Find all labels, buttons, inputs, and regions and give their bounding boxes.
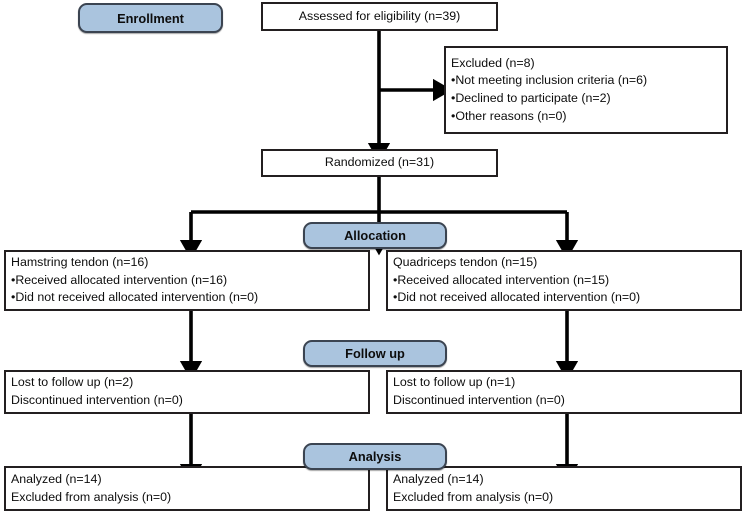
box-followup-quadriceps: Lost to follow up (n=1) Discontinued int…: [386, 370, 742, 414]
box-randomized: Randomized (n=31): [261, 149, 498, 177]
alloc-left-line-2: •Received allocated intervention (n=16): [11, 272, 228, 287]
stage-label-enrollment: Enrollment: [78, 3, 223, 33]
followup-right-line-1: Lost to follow up (n=1): [393, 375, 516, 390]
alloc-right-line-1: Quadriceps tendon (n=15): [393, 255, 538, 270]
stage-label-allocation: Allocation: [303, 222, 447, 249]
analysis-left-line-2: Excluded from analysis (n=0): [11, 489, 172, 504]
followup-left-line-2: Discontinued intervention (n=0): [11, 393, 183, 407]
stage-label-analysis: Analysis: [303, 443, 447, 470]
excluded-line-3: •Declined to participate (n=2): [451, 91, 611, 105]
followup-right-line-2: Discontinued intervention (n=0): [393, 393, 565, 407]
box-allocation-hamstring: Hamstring tendon (n=16) •Received alloca…: [4, 250, 370, 311]
box-allocation-quadriceps: Quadriceps tendon (n=15) •Received alloc…: [386, 250, 742, 311]
analysis-right-line-2: Excluded from analysis (n=0): [393, 489, 554, 504]
alloc-left-line-1: Hamstring tendon (n=16): [11, 255, 149, 270]
analysis-right-line-1: Analyzed (n=14): [393, 471, 484, 486]
box-excluded: Excluded (n=8) •Not meeting inclusion cr…: [444, 46, 728, 134]
box-analysis-quadriceps: Analyzed (n=14) Excluded from analysis (…: [386, 466, 742, 511]
assessed-line-1: Assessed for eligibility (n=39): [298, 8, 461, 23]
box-analysis-hamstring: Analyzed (n=14) Excluded from analysis (…: [4, 466, 370, 511]
alloc-right-line-3: •Did not received allocated intervention…: [393, 290, 641, 305]
box-assessed-for-eligibility: Assessed for eligibility (n=39): [261, 2, 498, 31]
excluded-line-1: Excluded (n=8): [451, 55, 535, 70]
excluded-line-2: •Not meeting inclusion criteria (n=6): [451, 73, 648, 88]
analysis-left-line-1: Analyzed (n=14): [11, 471, 102, 486]
stage-label-followup: Follow up: [303, 340, 447, 367]
randomized-line-1: Randomized (n=31): [324, 155, 435, 170]
alloc-right-line-2: •Received allocated intervention (n=15): [393, 272, 610, 287]
box-followup-hamstring: Lost to follow up (n=2) Discontinued int…: [4, 370, 370, 414]
alloc-left-line-3: •Did not received allocated intervention…: [11, 290, 259, 305]
followup-left-line-1: Lost to follow up (n=2): [11, 375, 134, 390]
excluded-line-4: •Other reasons (n=0): [451, 108, 567, 123]
